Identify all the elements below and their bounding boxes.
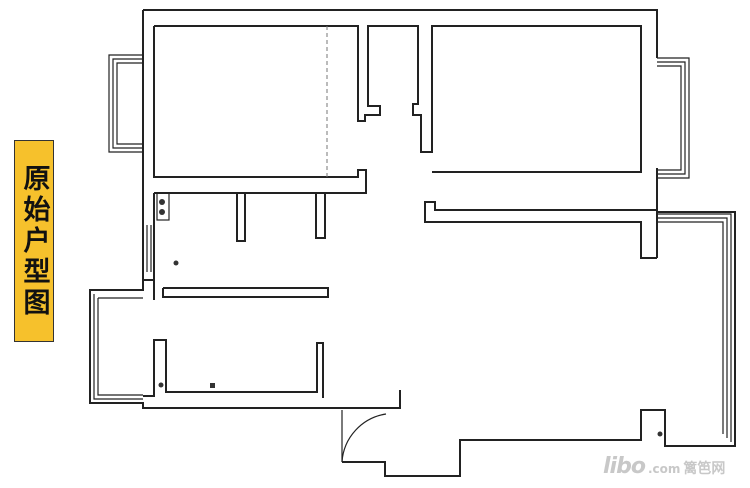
watermark: libo .com 篱笆网 xyxy=(603,454,725,479)
pipe-icon xyxy=(657,431,663,437)
outer-walls xyxy=(89,9,736,477)
plan-title-label: 原始户型图 xyxy=(14,140,54,342)
windows xyxy=(89,54,732,442)
entry-door xyxy=(341,410,387,463)
watermark-name: 篱笆网 xyxy=(683,461,726,477)
watermark-domain: .com xyxy=(647,462,681,476)
utility-box xyxy=(156,192,170,221)
pipe-icon xyxy=(159,209,165,215)
pipe-icon xyxy=(210,383,215,388)
watermark-brand: libo xyxy=(603,454,646,479)
pipe-icon xyxy=(158,382,164,388)
plan-title: 原始户型图 xyxy=(18,163,50,319)
pipe-icon xyxy=(173,260,179,266)
bedroom-1 xyxy=(153,25,663,437)
pipe-icon xyxy=(159,199,165,205)
